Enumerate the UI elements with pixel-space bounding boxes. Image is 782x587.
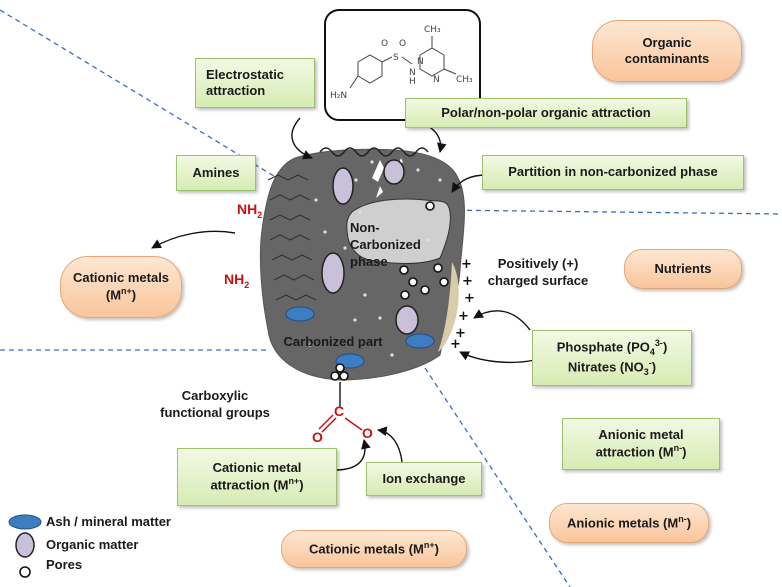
legend-pores-label: Pores bbox=[46, 557, 83, 572]
arrow-phosphate-2 bbox=[459, 351, 536, 364]
legend-organic-swatch bbox=[15, 532, 35, 558]
amines-label: Amines bbox=[192, 164, 240, 180]
nitrates-label: Nitrates (NO3-) bbox=[567, 358, 657, 377]
carboxyl-bond bbox=[318, 414, 334, 430]
svg-text:+: + bbox=[458, 309, 469, 324]
cationic-metals-bottom-box: Cationic metals (Mn+) bbox=[281, 530, 467, 568]
anionic-metals-box: Anionic metals (Mn-) bbox=[549, 503, 709, 543]
nh2-bottom-label: NH2 bbox=[224, 271, 250, 290]
cationic-metals-left-label: Cationic metals bbox=[72, 270, 170, 286]
carboxyl-bond bbox=[344, 417, 363, 431]
molecule-s: S bbox=[393, 53, 399, 63]
legend-ash-swatch bbox=[8, 514, 42, 530]
cationic-metals-left-box: Cationic metals (Mn+) bbox=[60, 256, 182, 318]
molecule-n: N bbox=[409, 68, 416, 78]
dashed-divider-right bbox=[439, 209, 782, 215]
partition-label: Partition in non-carbonized phase bbox=[508, 164, 718, 180]
molecule-h: H bbox=[409, 77, 416, 87]
nh2-top-label: NH2 bbox=[237, 201, 263, 220]
organic-matter-oval bbox=[395, 305, 419, 335]
dashed-divider-topleft bbox=[0, 9, 331, 211]
cationic-metals-bottom-label: Cationic metals (Mn+) bbox=[309, 540, 439, 557]
molecule-frame bbox=[324, 9, 481, 121]
cationic-metals-left-formula: (Mn+) bbox=[105, 286, 137, 303]
partition-box: Partition in non-carbonized phase bbox=[482, 155, 744, 190]
electrostatic-label: Electrostatic attraction bbox=[206, 66, 285, 98]
sulfonamide-structure bbox=[349, 36, 457, 89]
phosphate-nitrate-box: Phosphate (PO43-) Nitrates (NO3-) bbox=[532, 330, 692, 386]
charged-surface-edge bbox=[438, 262, 459, 352]
ion-exchange-box: Ion exchange bbox=[366, 462, 482, 496]
carboxylic-label: Carboxylic functional groups bbox=[160, 388, 270, 420]
svg-text:+: + bbox=[450, 337, 461, 352]
crack-2 bbox=[376, 186, 383, 198]
organic-matter-oval bbox=[332, 167, 354, 205]
ash-blob bbox=[285, 306, 315, 322]
anionic-attraction-box: Anionic metal attraction (Mn-) bbox=[562, 418, 720, 470]
legend-ash-label: Ash / mineral matter bbox=[46, 514, 171, 529]
svg-text:+: + bbox=[461, 257, 472, 272]
legend-organic-label: Organic matter bbox=[46, 537, 139, 552]
crack-1 bbox=[372, 160, 384, 182]
legend-pore-swatch bbox=[19, 566, 31, 578]
oxygen-atom-2: O bbox=[362, 425, 373, 441]
molecule-h2n: H₂N bbox=[330, 91, 347, 101]
pores bbox=[330, 201, 449, 381]
aromatic-sheets bbox=[267, 174, 317, 301]
arrow-phosphate-1 bbox=[473, 309, 531, 331]
oxygen-atom-1: O bbox=[312, 429, 323, 445]
anionic-attraction-label: Anionic metal attraction (Mn-) bbox=[595, 427, 687, 460]
carbonized-part-label: Carbonized part bbox=[283, 334, 383, 349]
amines-box: Amines bbox=[176, 155, 256, 191]
dashed-divider-bottom bbox=[424, 367, 571, 587]
ash-blob bbox=[405, 333, 435, 349]
polar-attraction-box: Polar/non-polar organic attraction bbox=[405, 98, 687, 128]
arrow-ion-exchange bbox=[377, 426, 403, 463]
electrostatic-box: Electrostatic attraction bbox=[195, 58, 315, 108]
polymer-chain bbox=[319, 147, 429, 157]
cationic-attraction-label: Cationic metal attraction (Mn+) bbox=[210, 460, 304, 493]
molecule-n1: N bbox=[417, 57, 424, 67]
molecule-o2: O bbox=[399, 39, 406, 49]
organic-matter-oval bbox=[321, 252, 345, 294]
positive-charges: + + + + + + bbox=[450, 257, 475, 352]
arrow-electrostatic bbox=[291, 117, 313, 160]
organic-contaminants-label: Organic contaminants bbox=[624, 34, 710, 66]
pore-dots bbox=[308, 160, 442, 357]
positively-charged-label: Positively (+) charged surface bbox=[487, 256, 589, 288]
arrow-cationic-attraction bbox=[334, 439, 371, 471]
svg-text:+: + bbox=[455, 326, 466, 341]
svg-text:+: + bbox=[462, 274, 473, 289]
nutrients-box: Nutrients bbox=[624, 249, 742, 289]
non-carbonized-phase bbox=[346, 198, 451, 264]
arrow-cationic-metals bbox=[151, 230, 236, 249]
polar-attraction-label: Polar/non-polar organic attraction bbox=[441, 104, 651, 120]
non-carbonized-label: Non-Carbonized phase bbox=[350, 220, 421, 269]
molecule-n2: N bbox=[433, 75, 440, 85]
phosphate-label: Phosphate (PO43-) bbox=[556, 337, 668, 357]
svg-text:+: + bbox=[464, 291, 475, 306]
carbon-atom: C bbox=[334, 403, 345, 419]
cationic-attraction-box: Cationic metal attraction (Mn+) bbox=[177, 448, 337, 506]
molecule-ch3-a: CH₃ bbox=[424, 25, 441, 35]
nutrients-label: Nutrients bbox=[654, 260, 712, 276]
anionic-metals-label: Anionic metals (Mn-) bbox=[566, 514, 692, 531]
organic-contaminants-box: Organic contaminants bbox=[592, 20, 742, 82]
organic-matter-oval bbox=[383, 159, 405, 185]
molecule-o1: O bbox=[381, 39, 388, 49]
molecule-ch3-b: CH₃ bbox=[456, 75, 473, 85]
ion-exchange-label: Ion exchange bbox=[382, 470, 466, 486]
carboxyl-bond bbox=[321, 417, 337, 433]
